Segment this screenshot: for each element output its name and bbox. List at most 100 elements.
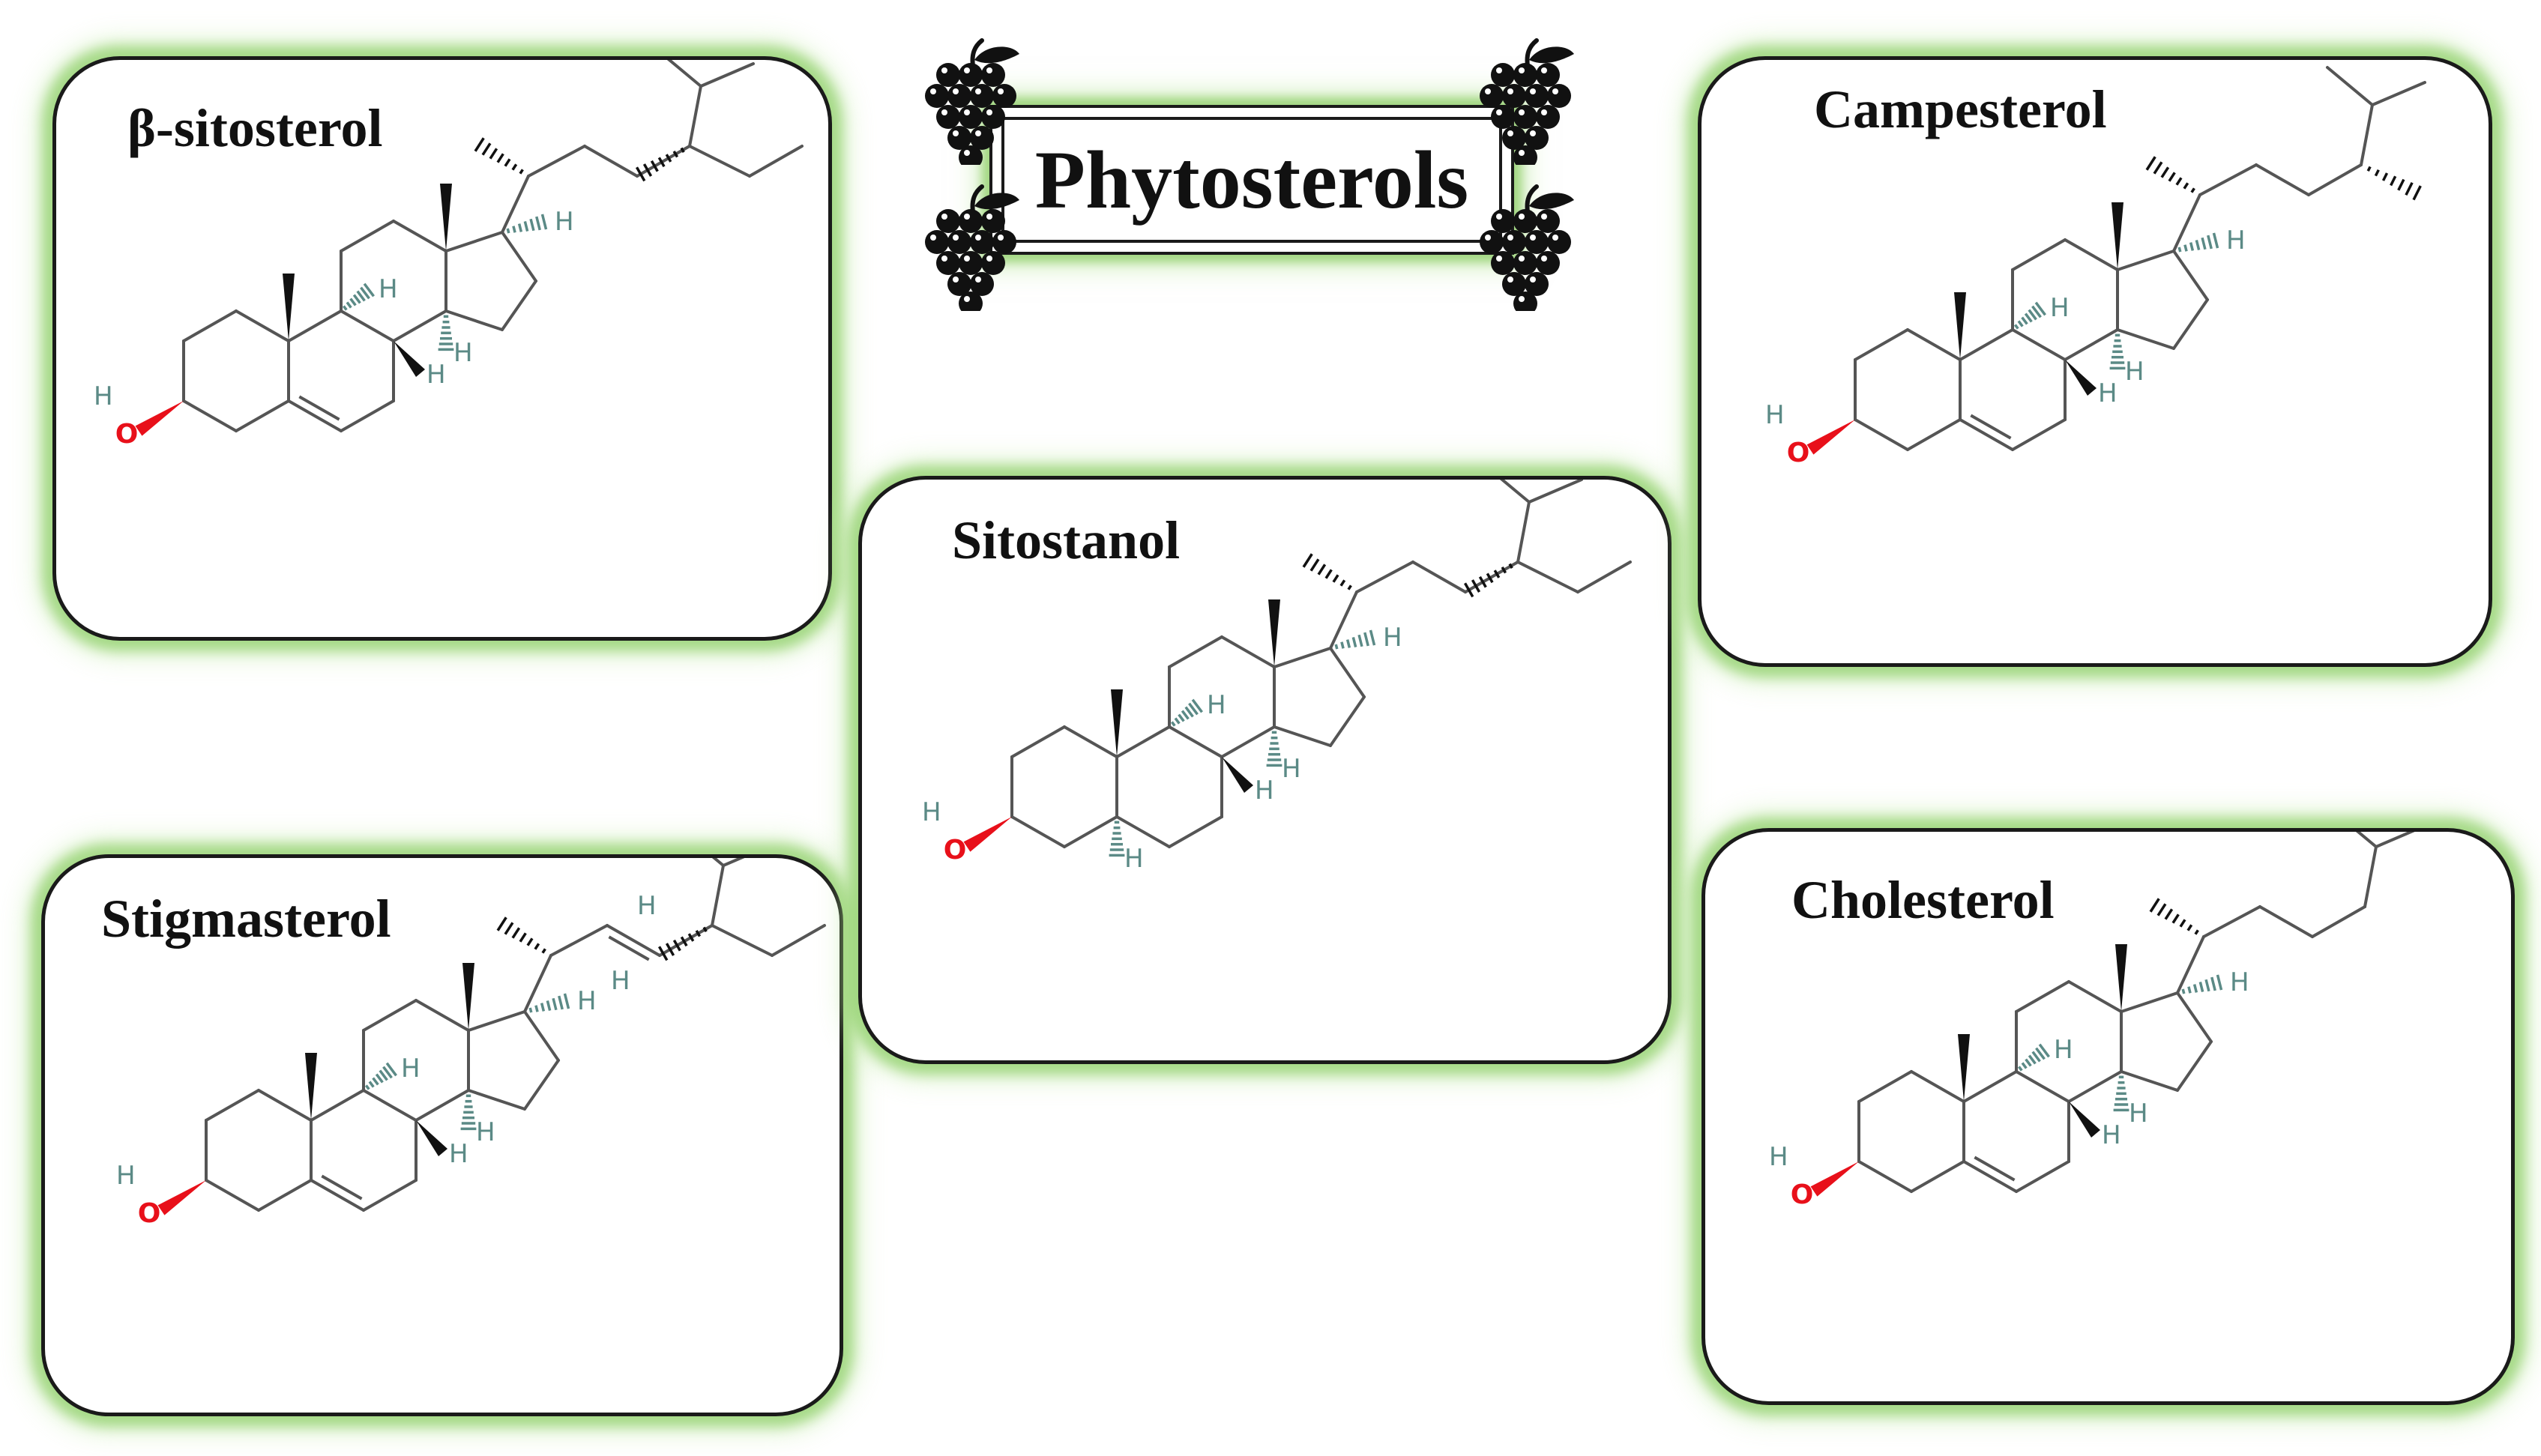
hydrogen-label: H bbox=[453, 338, 473, 368]
hash-line bbox=[2177, 247, 2182, 253]
methyl-wedge bbox=[305, 1053, 317, 1120]
oxygen-label: O bbox=[138, 1198, 161, 1229]
hash-line bbox=[2021, 1062, 2028, 1069]
title-frame-inner bbox=[1001, 117, 1502, 243]
side-chain-bond bbox=[699, 62, 755, 88]
side-chain-bond bbox=[2255, 163, 2310, 196]
hash-line bbox=[534, 1005, 539, 1012]
side-chain-bond bbox=[658, 924, 714, 957]
ring-bond bbox=[1168, 635, 1223, 668]
methyl-wedge bbox=[2115, 944, 2127, 1012]
hash-line bbox=[1463, 582, 1474, 598]
hydrogen-label: H bbox=[555, 207, 574, 237]
hash-line bbox=[2207, 235, 2213, 250]
methyl-wedge bbox=[1268, 599, 1280, 667]
hash-line bbox=[356, 290, 366, 302]
side-chain-bond bbox=[1516, 501, 1531, 564]
hash-line bbox=[2171, 913, 2180, 924]
hash-line bbox=[2028, 309, 2037, 321]
hash-line bbox=[365, 1084, 370, 1090]
hash-line bbox=[2194, 929, 2199, 935]
hash-line bbox=[2025, 1058, 2032, 1067]
hash-line bbox=[1357, 634, 1363, 647]
side-chain-bond bbox=[549, 924, 609, 957]
ring-bond bbox=[257, 1089, 313, 1122]
hash-line bbox=[504, 922, 514, 935]
ring-bond bbox=[287, 399, 343, 432]
methyl-wedge bbox=[440, 184, 452, 251]
hash-line bbox=[2210, 976, 2216, 991]
side-chain-bond bbox=[2202, 905, 2261, 938]
oxygen-label: O bbox=[1791, 1179, 1814, 1210]
hash-line bbox=[363, 283, 375, 297]
ring-bond bbox=[2116, 250, 2175, 271]
ring-bond bbox=[1010, 725, 1066, 758]
hydrogen-label: H bbox=[1282, 754, 1301, 784]
ring-bond bbox=[501, 280, 537, 331]
ring-bond bbox=[2015, 1160, 2070, 1193]
hydrogen-label: H bbox=[94, 381, 113, 411]
ring-bond bbox=[257, 1179, 313, 1212]
hash-line bbox=[535, 216, 541, 231]
hydrogen-label: H bbox=[1769, 1142, 1788, 1172]
hash-line bbox=[1181, 710, 1190, 720]
hash-line bbox=[1369, 629, 1376, 646]
hash-line bbox=[2183, 182, 2189, 190]
hash-line bbox=[360, 286, 370, 300]
hash-line bbox=[1317, 564, 1327, 576]
title-frame-outer bbox=[989, 105, 1514, 255]
hash-line bbox=[2397, 178, 2405, 191]
ring-bond bbox=[2011, 328, 2067, 361]
hydrogen-label: H bbox=[449, 1139, 468, 1169]
side-chain-bond bbox=[527, 145, 586, 178]
ring-bond bbox=[1115, 815, 1171, 848]
hydrogen-label: H bbox=[1207, 690, 1226, 720]
side-chain-bond bbox=[1576, 561, 1632, 593]
hydroxyl-wedge bbox=[963, 817, 1012, 852]
hydrogen-label: H bbox=[1383, 623, 1402, 653]
ring-bond bbox=[205, 1179, 260, 1212]
hydrogen-label: H bbox=[1124, 844, 1144, 874]
double-bond bbox=[1974, 1156, 2016, 1182]
grapes-icon bbox=[925, 38, 1019, 165]
hash-line bbox=[529, 218, 535, 232]
hash-line bbox=[2204, 979, 2210, 992]
grapes-icon bbox=[925, 184, 1019, 311]
ring-bond bbox=[340, 309, 395, 342]
hash-line bbox=[1339, 579, 1346, 587]
double-bond bbox=[1970, 414, 2012, 440]
double-bond bbox=[321, 1174, 363, 1200]
methyl-wedge bbox=[462, 963, 474, 1030]
hash-line bbox=[642, 163, 653, 177]
methyl-wedge bbox=[1111, 689, 1123, 757]
ring-bond bbox=[310, 1089, 365, 1122]
hash-line bbox=[519, 932, 527, 943]
side-chain-bond bbox=[1355, 561, 1414, 593]
ring-bond bbox=[1329, 647, 1366, 698]
compound-name: Stigmasterol bbox=[101, 889, 391, 949]
hash-line bbox=[372, 1077, 379, 1086]
hash-line bbox=[526, 937, 534, 946]
hash-line bbox=[540, 1003, 546, 1012]
hash-line bbox=[650, 160, 659, 172]
ring-bond bbox=[1168, 815, 1223, 848]
ring-bond bbox=[1168, 725, 1223, 758]
hydroxyl-wedge bbox=[135, 401, 184, 436]
hash-line bbox=[1334, 644, 1339, 650]
hydrogen-label: H bbox=[2050, 293, 2070, 323]
ring-bond bbox=[1910, 1160, 1965, 1193]
hash-line bbox=[519, 169, 524, 175]
hash-line bbox=[2187, 986, 2192, 994]
hash-line bbox=[506, 228, 510, 234]
ring-bond bbox=[1959, 328, 2014, 361]
hydrogen-label: H bbox=[379, 274, 398, 304]
hydrogen-label: H bbox=[2125, 357, 2144, 387]
hash-line bbox=[1324, 569, 1333, 579]
hash-line bbox=[2198, 981, 2204, 993]
grapes-icon bbox=[1480, 38, 1574, 165]
methyl-wedge bbox=[283, 274, 295, 341]
hydrogen-label: H bbox=[2054, 1035, 2073, 1065]
